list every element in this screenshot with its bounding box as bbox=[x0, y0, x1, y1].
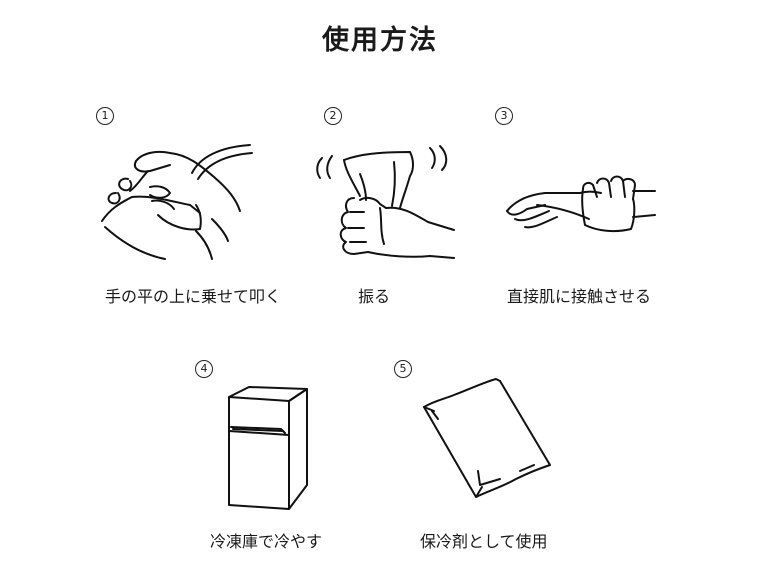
fist-shaking-pack-icon bbox=[316, 145, 455, 259]
refrigerator-icon bbox=[228, 386, 308, 510]
step-caption: 振る bbox=[358, 287, 391, 306]
step-caption: 手の平の上に乗せて叩く bbox=[105, 287, 282, 306]
ice-pack-icon bbox=[423, 378, 551, 498]
step-number-badge: 2 bbox=[324, 107, 342, 125]
hand-tapping-pack-icon bbox=[101, 144, 253, 260]
step-caption: 冷凍庫で冷やす bbox=[210, 532, 323, 551]
step-caption: 直接肌に接触させる bbox=[507, 287, 652, 306]
step-number-badge: 4 bbox=[195, 360, 213, 378]
step-number-badge: 3 bbox=[495, 107, 513, 125]
page-title: 使用方法 bbox=[322, 25, 438, 56]
step-number-badge: 5 bbox=[394, 360, 412, 378]
step-caption: 保冷剤として使用 bbox=[420, 532, 548, 551]
pack-on-wrist-icon bbox=[506, 175, 656, 233]
step-number-badge: 1 bbox=[96, 107, 114, 125]
